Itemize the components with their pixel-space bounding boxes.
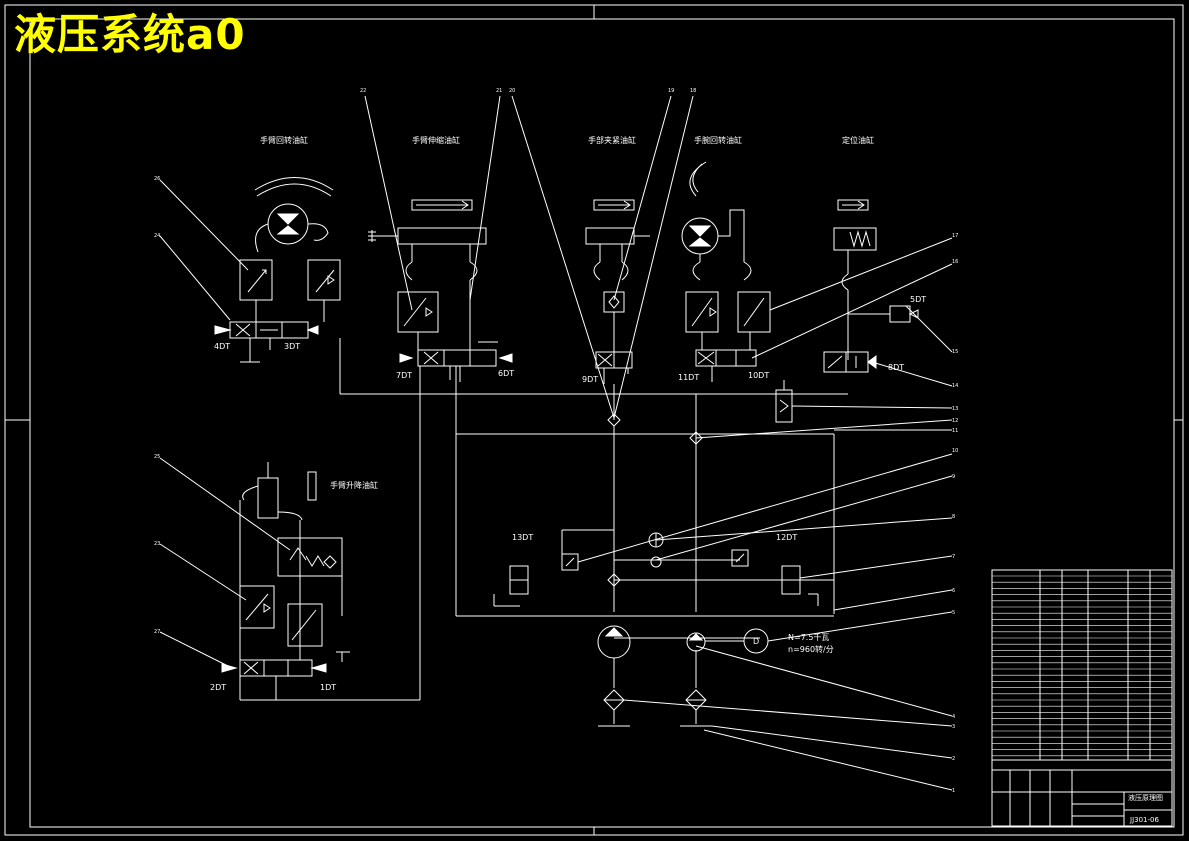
callout-right-11: 11 (952, 428, 958, 434)
callout-right-5: 5 (952, 610, 955, 616)
right-leaders (577, 237, 953, 791)
solenoid-7dt: 7DT (396, 371, 412, 380)
outer-frame (4, 4, 1184, 836)
motor-speed: n=960转/分 (788, 644, 834, 654)
callout-right-14: 14 (952, 383, 958, 389)
solenoid-12dt: 12DT (776, 533, 797, 542)
solenoid-2dt: 2DT (210, 683, 226, 692)
callout-left-23: 23 (154, 541, 160, 547)
callout-top-21: 21 (496, 88, 502, 94)
callout-right-15: 15 (952, 349, 958, 355)
callout-left-27: 27 (154, 629, 160, 635)
solenoid-10dt: 10DT (748, 371, 769, 380)
callout-right-13: 13 (952, 406, 958, 412)
motor-symbol: D (753, 637, 759, 646)
solenoid-9dt: 9DT (582, 375, 598, 384)
callout-left-24: 24 (154, 233, 160, 239)
callout-right-9: 9 (952, 474, 955, 480)
solenoid-4dt: 4DT (214, 342, 230, 351)
label-wrist-rotate-cylinder: 手腕回转油缸 (694, 135, 742, 145)
callout-top-20: 20 (509, 88, 515, 94)
wrist-rotate-circuit (681, 161, 771, 382)
callout-right-4: 4 (952, 714, 955, 720)
callout-right-10: 10 (952, 448, 958, 454)
label-arm-extend-cylinder: 手臂伸缩油缸 (412, 135, 460, 145)
pump-station (597, 625, 769, 727)
pressure-control-valves (493, 532, 819, 607)
label-gripper-cylinder: 手部夹紧油缸 (588, 135, 636, 145)
callout-right-3: 3 (952, 724, 955, 730)
callout-right-8: 8 (952, 514, 955, 520)
callout-top-18: 18 (690, 88, 696, 94)
solenoid-5dt-valve: 5DT (910, 295, 926, 304)
callout-right-12: 12 (952, 418, 958, 424)
parts-list (992, 575, 1172, 757)
callout-top-19: 19 (668, 88, 674, 94)
label-arm-lift-cylinder: 手臂升降油缸 (330, 480, 378, 490)
motor-power: N=7.5千瓦 (788, 632, 829, 642)
callout-left-25: 25 (154, 454, 160, 460)
main-piping (240, 338, 848, 701)
arm-rotate-circuit (214, 177, 341, 363)
solenoid-6dt: 6DT (498, 369, 514, 378)
positioning-circuit (775, 199, 919, 423)
callout-left-26: 26 (154, 176, 160, 182)
label-arm-rotate-cylinder: 手臂回转油缸 (260, 135, 308, 145)
solenoid-13dt: 13DT (512, 533, 533, 542)
gripper-circuit (585, 199, 650, 384)
callout-right-2: 2 (952, 756, 955, 762)
solenoid-1dt: 1DT (320, 683, 336, 692)
drawing-title: 液压原理图 (1128, 793, 1163, 802)
callout-right-6: 6 (952, 588, 955, 594)
page-title: 液压系统a0 (14, 10, 246, 59)
arm-lift-circuit (221, 462, 350, 700)
top-leaders (364, 95, 694, 419)
callout-right-16: 16 (952, 259, 958, 265)
title-block (991, 569, 1173, 827)
solenoid-3dt: 3DT (284, 342, 300, 351)
callout-top-22: 22 (360, 88, 366, 94)
inner-frame (29, 18, 1175, 828)
callout-right-1: 1 (952, 788, 955, 794)
solenoid-11dt: 11DT (678, 373, 699, 382)
callout-right-17: 17 (952, 233, 958, 239)
arm-extend-circuit (368, 199, 513, 382)
label-positioning-cylinder: 定位油缸 (842, 135, 874, 145)
left-leaders (159, 179, 291, 669)
callout-right-7: 7 (952, 554, 955, 560)
drawing-number: JJ301-06 (1129, 816, 1159, 824)
solenoid-8dt: 8DT (888, 363, 904, 372)
